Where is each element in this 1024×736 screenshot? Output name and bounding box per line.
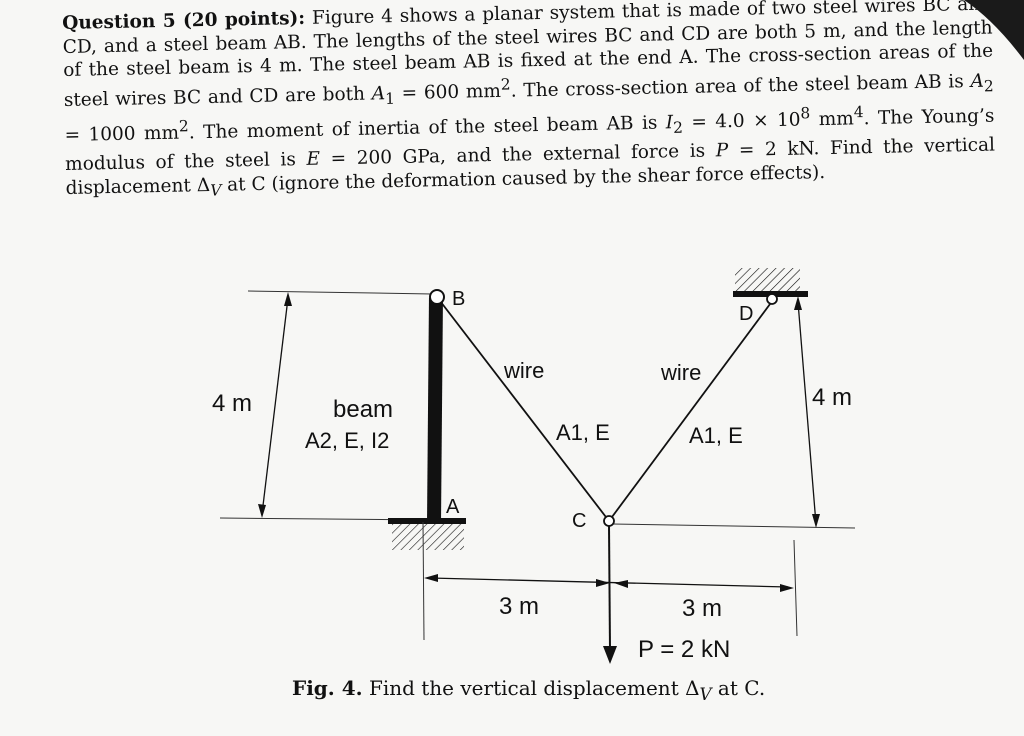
- pin-b: [429, 289, 445, 305]
- ceiling-hatch-d: [735, 268, 800, 292]
- dim-bottom-arrowhead-4: [780, 584, 794, 592]
- dim-left-arrow: [261, 297, 289, 515]
- ground-hatch-a: [392, 524, 464, 550]
- label-wire-right: wire: [660, 360, 701, 385]
- dim-bottom-arrowhead-1: [424, 574, 438, 582]
- label-dim-left: 4 m: [212, 390, 252, 417]
- label-beam: beam: [333, 396, 393, 423]
- ref-vertical-right: [793, 539, 798, 637]
- dim-bottom-arrowhead-2: [596, 579, 610, 587]
- pin-d: [766, 293, 778, 305]
- caption-tail: at C.: [711, 676, 766, 700]
- dim-right-arrow: [797, 301, 817, 525]
- ref-vertical-left: [422, 521, 425, 641]
- ground-plate-a: [388, 518, 466, 524]
- label-a: A: [446, 496, 460, 518]
- ref-line-top-left: [247, 290, 433, 295]
- caption-sub: V: [699, 685, 712, 704]
- label-a1e-right: A1, E: [689, 423, 743, 448]
- label-c: C: [572, 510, 586, 532]
- beam-ab: [427, 297, 443, 521]
- dim-left-arrowhead-top: [284, 292, 292, 306]
- page-corner-shadow: [964, 0, 1024, 60]
- label-dim-3m-left: 3 m: [499, 593, 539, 620]
- label-a1e-left: A1, E: [556, 420, 610, 445]
- dim-bottom-arrowhead-3: [614, 580, 628, 588]
- load-arrowhead: [603, 646, 617, 664]
- dim-left-arrowhead-bottom: [258, 504, 266, 518]
- label-beam-props: A2, E, I2: [305, 428, 389, 453]
- dim-right-arrowhead-bottom: [812, 514, 820, 528]
- label-wire-left: wire: [503, 358, 544, 383]
- label-dim-3m-right: 3 m: [682, 595, 722, 622]
- load-arrow-line: [608, 524, 611, 651]
- dim-right-arrowhead-top: [794, 296, 802, 310]
- wire-cd: [608, 299, 774, 522]
- pin-c: [603, 515, 615, 527]
- label-d: D: [739, 303, 753, 325]
- wire-bc: [436, 296, 610, 522]
- caption-text: Find the vertical displacement Δ: [368, 676, 700, 700]
- figure-caption: Fig. 4. Find the vertical displacement Δ…: [292, 676, 765, 704]
- label-load: P = 2 kN: [638, 636, 730, 663]
- label-dim-right: 4 m: [812, 384, 852, 411]
- ref-line-bottom-right: [611, 523, 856, 529]
- label-b: B: [452, 288, 465, 310]
- caption-fig-number: Fig. 4.: [292, 676, 363, 700]
